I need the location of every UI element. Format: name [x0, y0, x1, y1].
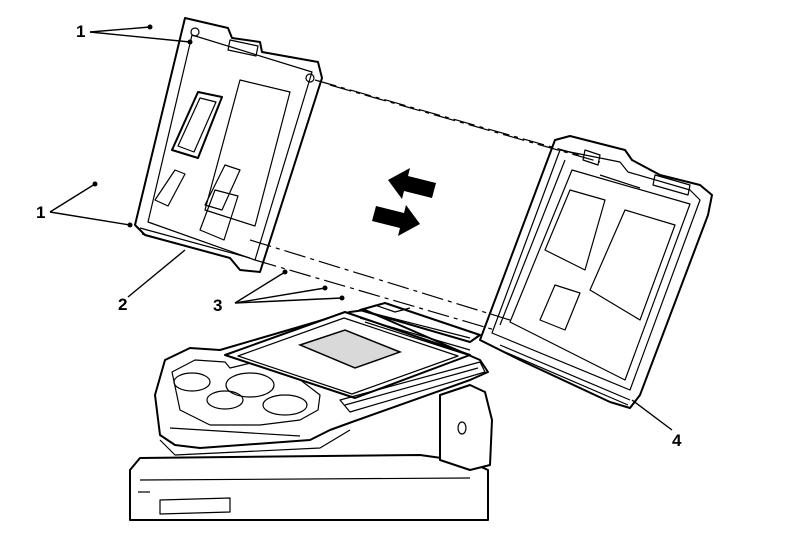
callout-4: 4 — [672, 431, 682, 450]
hinge-rail — [359, 302, 481, 343]
console-cupholder-tray — [154, 309, 489, 456]
callout-1-top: 1 — [76, 22, 85, 41]
leader-lines — [49, 24, 673, 431]
callout-1-left: 1 — [36, 203, 45, 222]
alignment-lines — [249, 79, 601, 331]
lid-panel — [134, 17, 323, 273]
arrow-right-icon — [372, 205, 420, 236]
console-lid — [479, 135, 713, 409]
callout-2: 2 — [118, 295, 127, 314]
console-base — [129, 454, 489, 521]
arrow-left-icon — [388, 168, 436, 199]
callout-3: 3 — [213, 296, 222, 315]
console-body — [439, 384, 493, 471]
